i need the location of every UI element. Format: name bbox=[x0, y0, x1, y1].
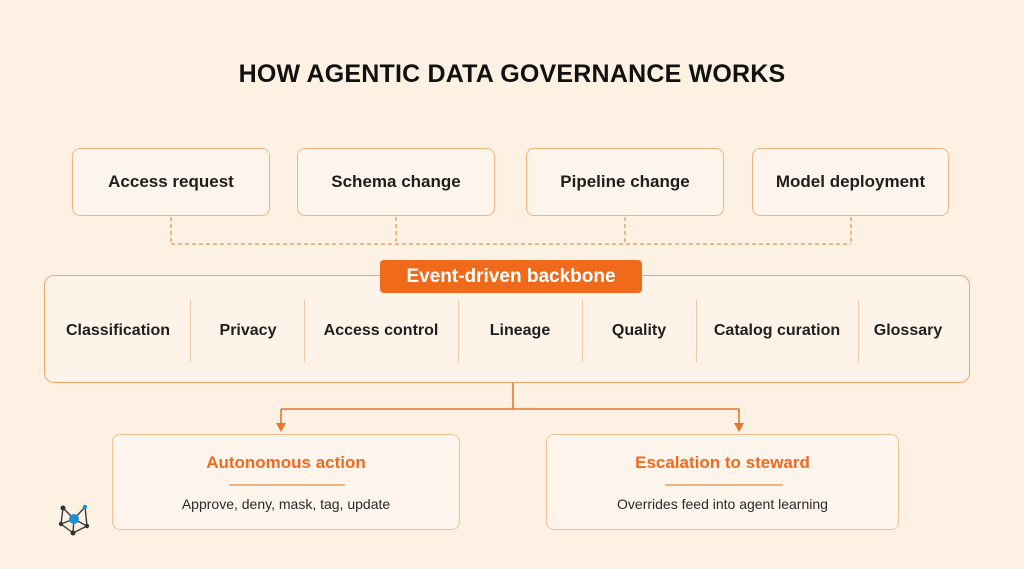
capability-lineage: Lineage bbox=[489, 322, 551, 339]
event-access-request: Access request bbox=[72, 148, 270, 216]
capability-access-control: Access control bbox=[323, 322, 439, 339]
event-model-deployment: Model deployment bbox=[752, 148, 949, 216]
capability-catalog-curation: Catalog curation bbox=[713, 322, 841, 339]
outcome-autonomous-action: Autonomous action Approve, deny, mask, t… bbox=[112, 434, 460, 530]
capability-glossary: Glossary bbox=[873, 322, 943, 339]
capability-divider bbox=[458, 300, 459, 362]
capability-privacy: Privacy bbox=[219, 322, 277, 339]
event-label: Access request bbox=[108, 172, 234, 191]
outcome-description: Overrides feed into agent learning bbox=[617, 496, 828, 512]
outcome-divider bbox=[665, 484, 783, 486]
capability-divider bbox=[582, 300, 583, 362]
capability-divider bbox=[304, 300, 305, 362]
event-label: Schema change bbox=[331, 172, 461, 191]
event-pipeline-change: Pipeline change bbox=[526, 148, 724, 216]
capability-quality: Quality bbox=[611, 322, 667, 339]
outcome-title: Escalation to steward bbox=[635, 453, 810, 472]
event-schema-change: Schema change bbox=[297, 148, 495, 216]
outcome-divider bbox=[229, 484, 345, 486]
page-title: HOW AGENTIC DATA GOVERNANCE WORKS bbox=[238, 60, 786, 88]
outcome-escalation-to-steward: Escalation to steward Overrides feed int… bbox=[546, 434, 899, 530]
event-label: Model deployment bbox=[775, 172, 926, 191]
event-label: Pipeline change bbox=[560, 172, 690, 191]
capability-divider bbox=[858, 300, 859, 362]
capability-divider bbox=[190, 300, 191, 362]
outcome-title: Autonomous action bbox=[206, 453, 366, 472]
network-node-icon bbox=[58, 504, 90, 536]
capability-classification: Classification bbox=[65, 322, 171, 339]
event-driven-backbone bbox=[44, 275, 970, 383]
backbone-label: Event-driven backbone bbox=[380, 260, 642, 293]
capability-divider bbox=[696, 300, 697, 362]
outcome-description: Approve, deny, mask, tag, update bbox=[181, 496, 391, 512]
